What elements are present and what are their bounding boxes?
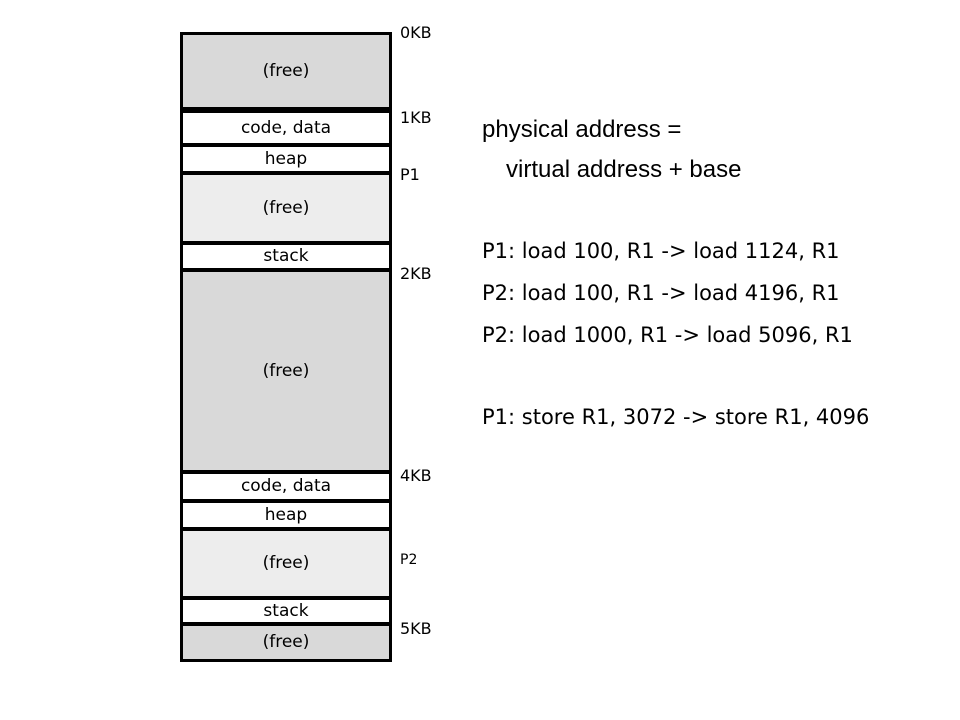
memory-segment-p1-code-data: code, data [183,113,389,143]
memory-segment-p1-stack: stack [183,245,389,268]
translation-example: P2: load 100, R1 -> load 4196, R1 [482,281,840,305]
memory-segment-free: (free) [183,35,389,107]
memory-segment-p2-code-data: code, data [183,474,389,499]
process-label-p1: P1 [400,165,420,184]
process-label-p2: P2 [400,552,418,568]
memory-segment-p1-heap: heap [183,147,389,171]
memory-segment-free: (free) [183,175,389,241]
address-label-2kb: 2KB [400,264,432,283]
segment-label: (free) [262,632,310,652]
segment-label: stack [263,246,309,266]
memory-segment-free: (free) [183,531,389,596]
segment-label: heap [264,148,308,169]
translation-example: P1: load 100, R1 -> load 1124, R1 [482,239,840,263]
memory-segment-p2-stack: stack [183,600,389,622]
segment-label: code, data [240,476,332,496]
formula-line-2: virtual address + base [506,156,742,183]
translation-example: P1: store R1, 3072 -> store R1, 4096 [482,405,870,429]
address-label-4kb: 4KB [400,466,432,485]
address-label-1kb: 1KB [400,108,432,127]
segment-label: (free) [262,360,310,381]
segment-label: heap [264,504,308,525]
segment-label: (free) [262,197,310,218]
memory-segment-free: (free) [183,272,389,470]
segment-label: stack [263,600,309,621]
address-label-5kb: 5KB [400,619,432,638]
address-label-0kb: 0KB [400,23,432,42]
segment-label: code, data [240,117,332,138]
translation-example: P2: load 1000, R1 -> load 5096, R1 [482,323,853,347]
memory-segment-free: (free) [183,626,389,659]
formula-line-1: physical address = [482,116,682,143]
segment-label: (free) [262,60,310,81]
memory-segment-p2-heap: heap [183,503,389,527]
segment-label: (free) [262,553,310,573]
